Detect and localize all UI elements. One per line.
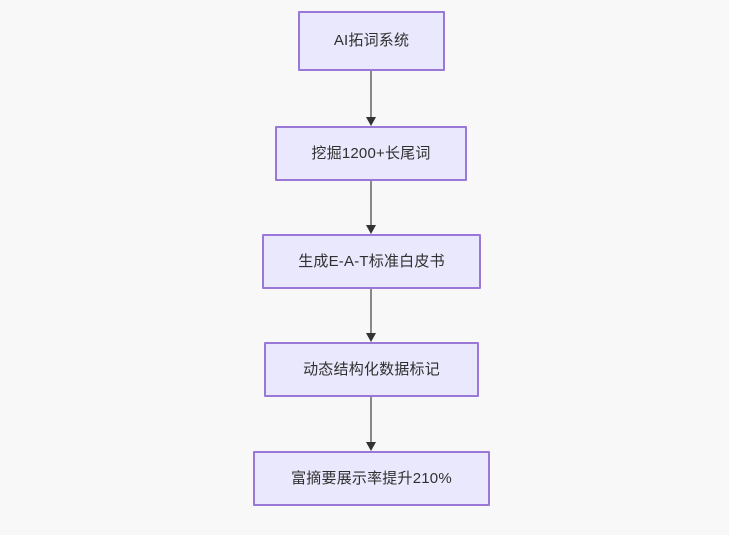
flowchart-node-1[interactable]: AI拓词系统 [298,11,445,71]
flowchart-node-2[interactable]: 挖掘1200+长尾词 [275,126,467,181]
flowchart-edge-4-line [370,397,372,442]
flowchart-node-3[interactable]: 生成E-A-T标准白皮书 [262,234,481,289]
flowchart-node-5[interactable]: 富摘要展示率提升210% [253,451,490,506]
flowchart-edge-1-line [370,71,372,118]
arrow-down-icon [366,442,376,451]
arrow-down-icon [366,333,376,342]
flowchart-node-5-label: 富摘要展示率提升210% [291,469,452,487]
flowchart-node-4[interactable]: 动态结构化数据标记 [264,342,479,397]
flowchart-edge-3-line [370,289,372,333]
flowchart-node-2-label: 挖掘1200+长尾词 [311,144,431,162]
arrow-down-icon [366,117,376,126]
arrow-down-icon [366,225,376,234]
flowchart-node-1-label: AI拓词系统 [333,32,410,49]
flowchart-node-4-label: 动态结构化数据标记 [303,360,440,378]
flowchart-node-3-label: 生成E-A-T标准白皮书 [298,252,445,270]
flowchart-edge-2-line [370,181,372,225]
